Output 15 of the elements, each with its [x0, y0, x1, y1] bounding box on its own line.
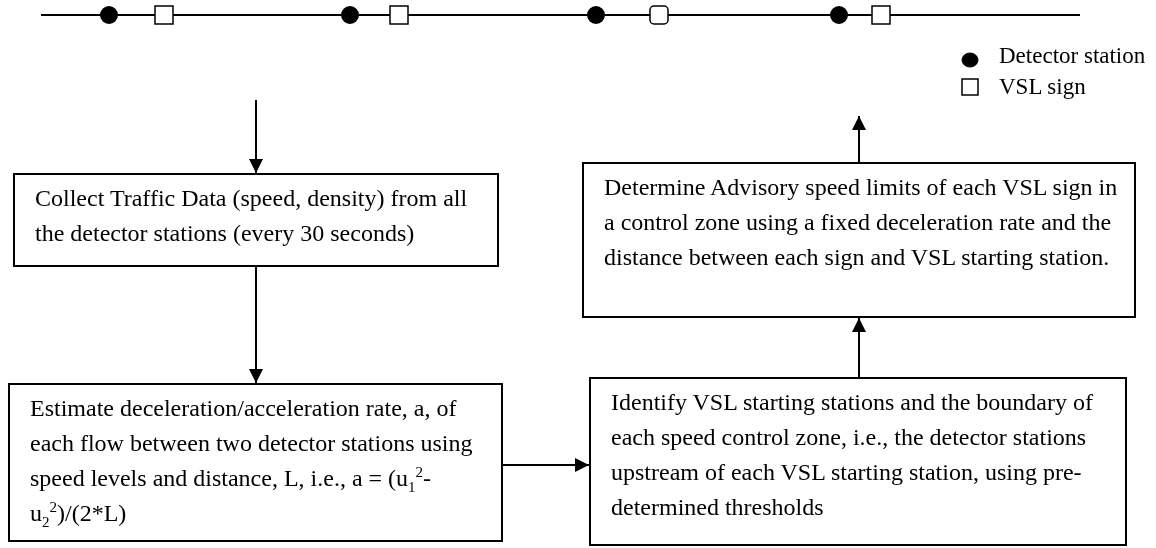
process-box [589, 377, 1127, 546]
arrow [249, 99, 263, 174]
legend-label: Detector station [999, 43, 1146, 69]
step-text: Collect Traffic Data (speed, density) from all the detector stations (every 30 seconds) [35, 184, 469, 248]
step-text: Estimate deceleration/acceleration rate, a, of each flow between two detector stations using speed levels and distance, L, i.e., a = (u$_{1}$$^{2}$-u$_{2}$$^{2}$)/(2*L) [30, 394, 474, 531]
arrow [852, 317, 866, 378]
legend-label: VSL sign [999, 74, 1086, 100]
process-box [582, 162, 1136, 318]
step-text: Determine Advisory speed limits of each VSL sign in a control zone using a fixed deceleration rate and the distance between each sign and VSL starting station. [604, 173, 1119, 272]
arrow [249, 266, 263, 384]
arrow [852, 115, 866, 163]
process-box [8, 383, 503, 542]
arrow [502, 458, 590, 472]
process-box [13, 173, 499, 267]
step-text: Identify VSL starting stations and the boundary of each speed control zone, i.e., the detector stations upstream of each VSL starting station, using pre-determined thresholds [611, 388, 1094, 522]
